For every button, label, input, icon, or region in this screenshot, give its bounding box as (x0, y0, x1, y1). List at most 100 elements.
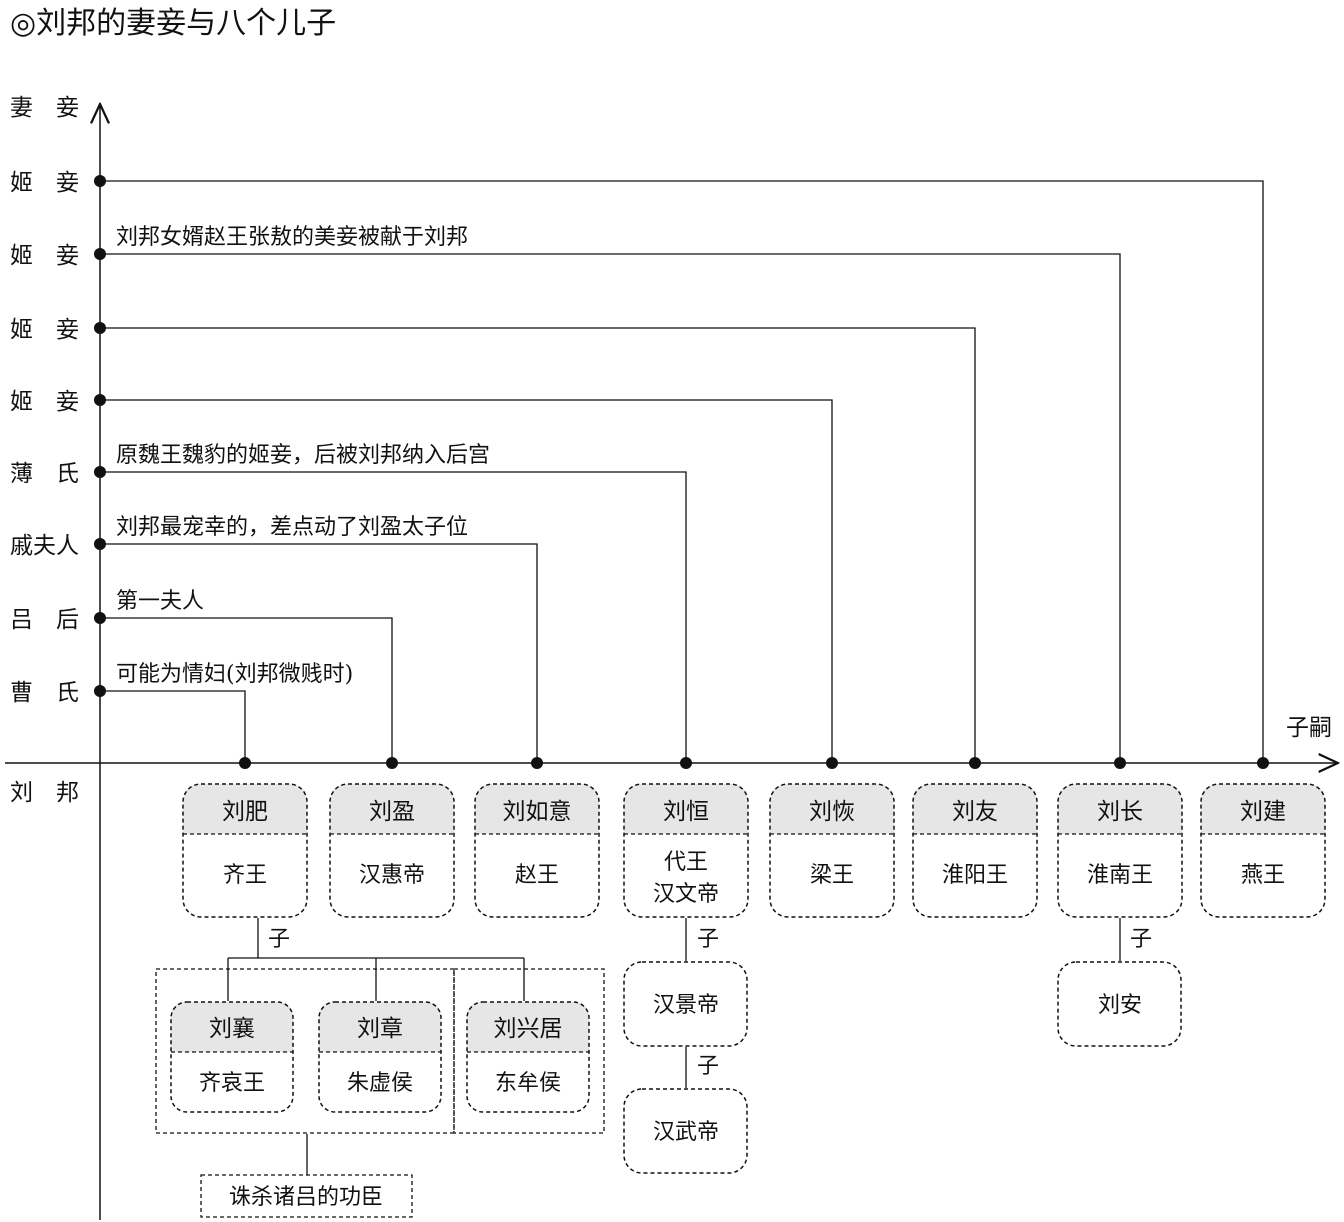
x-axis-label: 子嗣 (1286, 715, 1332, 741)
son-header-bg (330, 784, 454, 834)
wife-connector (100, 399, 833, 763)
wife-name: 薄 氏 (10, 461, 79, 487)
son-header-bg (624, 784, 748, 834)
wife-dot (94, 466, 106, 478)
wife-name: 姬 妾 (10, 317, 79, 343)
son-box (1200, 783, 1326, 918)
son-box (474, 783, 600, 918)
wife-dot (94, 248, 106, 260)
feisons-note: 诛杀诸吕的功臣 (229, 1185, 383, 1210)
descendant-name: 刘安 (1098, 993, 1142, 1018)
wife-dot (94, 322, 106, 334)
wife-note: 原魏王魏豹的姬妾，后被刘邦纳入后宫 (116, 443, 490, 468)
son-box (182, 783, 308, 918)
descendant-name: 汉武帝 (653, 1120, 719, 1145)
son-dot (386, 757, 398, 769)
son-box (1057, 783, 1183, 918)
son-header-bg (475, 784, 599, 834)
wife-name: 姬 妾 (10, 243, 79, 269)
wife-row: 姬 妾 (10, 317, 976, 763)
son-title: 代王 (664, 850, 708, 875)
feison-box: 刘襄 齐哀王 (170, 1001, 294, 1113)
son-dot (969, 757, 981, 769)
wife-dot (94, 685, 106, 697)
feison-name: 刘兴居 (494, 1016, 563, 1042)
son-name: 刘恒 (663, 799, 709, 825)
son-header-bg (913, 784, 1037, 834)
feison-box: 刘章 朱虚侯 (318, 1001, 442, 1113)
descendant-box (623, 961, 748, 1047)
y-axis-label: 妻 妾 (10, 95, 79, 121)
wife-connector (100, 253, 1121, 763)
son-name: 刘肥 (222, 799, 268, 825)
son-box (769, 783, 895, 918)
wife-connector (100, 543, 538, 763)
son-header-bg (1058, 784, 1182, 834)
wife-name: 姬 妾 (10, 389, 79, 415)
feison-box: 刘兴居 东牟侯 (466, 1001, 590, 1113)
son-title: 淮阳王 (942, 863, 1008, 888)
wife-note: 可能为情妇(刘邦微贱时) (116, 662, 353, 687)
feisons-group-right (453, 968, 605, 1134)
wife-row: 薄 氏 原魏王魏豹的姬妾，后被刘邦纳入后宫 (10, 443, 687, 763)
feison-name: 刘章 (357, 1016, 403, 1042)
wife-name: 曹 氏 (10, 680, 79, 706)
wife-row: 姬 妾 刘邦女婿赵王张敖的美妾被献于刘邦 (10, 225, 1121, 763)
feison-name: 刘襄 (209, 1016, 255, 1042)
son-box (912, 783, 1038, 918)
son-header-bg (770, 784, 894, 834)
son-dot (1114, 757, 1126, 769)
son-name: 刘长 (1097, 799, 1143, 825)
son-dot (531, 757, 543, 769)
descendant-box (623, 1088, 748, 1174)
wife-row: 吕 后 第一夫人 (10, 589, 393, 763)
son-dot (239, 757, 251, 769)
son-title: 汉文帝 (653, 882, 719, 907)
wife-note: 第一夫人 (116, 589, 204, 614)
child-label-jing: 子 (697, 1054, 719, 1079)
son-dot (826, 757, 838, 769)
wife-name: 戚夫人 (10, 533, 79, 559)
wife-name: 姬 妾 (10, 170, 79, 196)
son-title: 淮南王 (1087, 863, 1153, 888)
son-dot (1257, 757, 1269, 769)
son-title: 汉惠帝 (359, 863, 425, 888)
page-title: ◎刘邦的妻妾与八个儿子 (10, 6, 336, 41)
wife-dot (94, 538, 106, 550)
feison-title: 朱虚侯 (347, 1071, 413, 1096)
child-label-fei: 子 (268, 927, 290, 952)
feison-title: 齐哀王 (199, 1071, 265, 1096)
wife-dot (94, 394, 106, 406)
feison-title: 东牟侯 (495, 1071, 561, 1096)
child-label-chang: 子 (1130, 927, 1152, 952)
wife-connector (100, 617, 393, 763)
origin-label: 刘 邦 (10, 780, 79, 806)
son-title: 赵王 (515, 863, 559, 888)
wife-note: 刘邦女婿赵王张敖的美妾被献于刘邦 (116, 225, 468, 250)
wife-name: 吕 后 (10, 607, 79, 633)
wife-dot (94, 612, 106, 624)
wife-connector (100, 690, 246, 763)
child-label-heng: 子 (697, 927, 719, 952)
son-name: 刘如意 (503, 799, 572, 825)
son-title: 燕王 (1241, 863, 1285, 888)
son-box (623, 783, 749, 918)
descendant-connectors (227, 918, 1121, 1175)
wife-connector (100, 471, 687, 763)
feisons-note-box (200, 1174, 413, 1218)
son-dot (680, 757, 692, 769)
son-header-bg (1201, 784, 1325, 834)
son-title: 梁王 (810, 863, 854, 888)
wife-row: 姬 妾 (10, 170, 1264, 763)
